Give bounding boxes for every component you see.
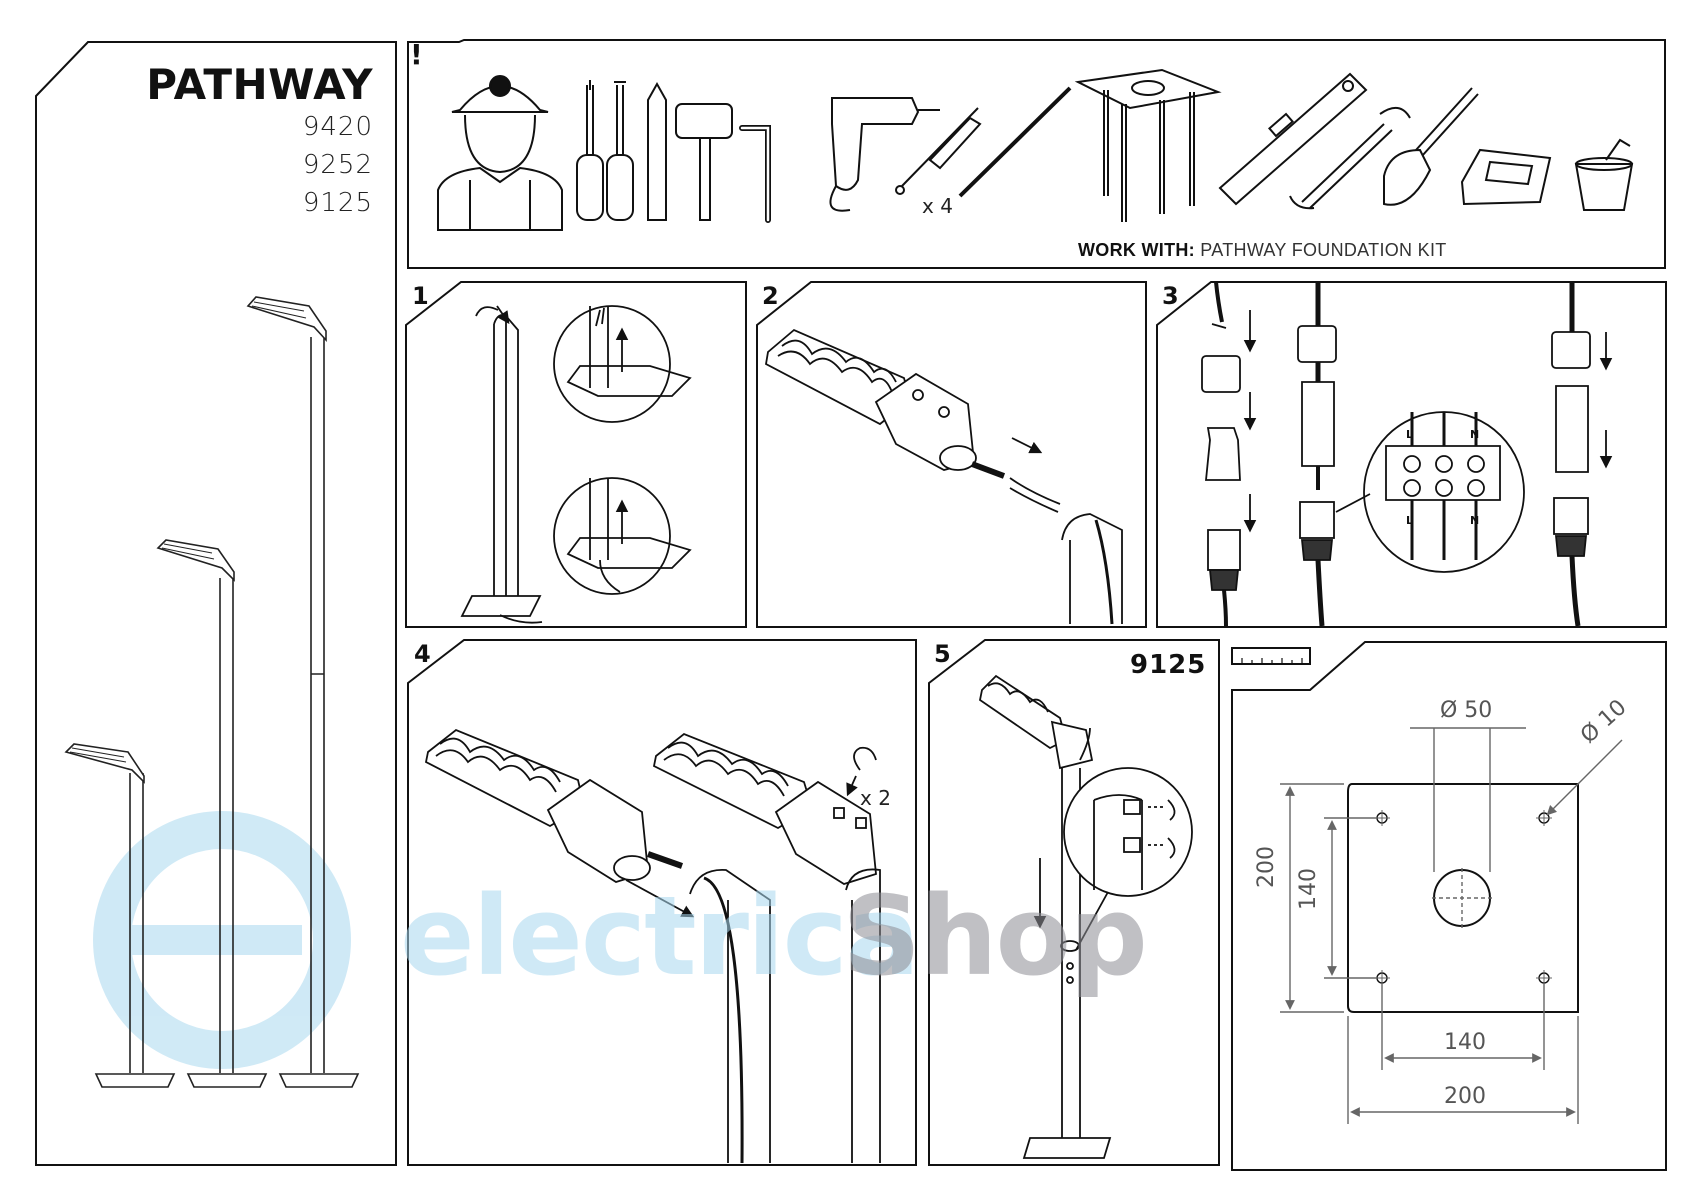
step-number-2: 2: [762, 282, 779, 310]
anchor-quantity: x 4: [922, 194, 953, 218]
screw-quantity: x 2: [860, 786, 891, 810]
tools-illustrations: [437, 68, 1634, 231]
step2-illustration: [765, 328, 1123, 625]
panel-frames: [35, 39, 1667, 1171]
step2-frame: [756, 281, 1147, 628]
step4-illustration: [424, 728, 881, 1164]
left-panel-frame: [35, 41, 397, 1166]
electrician-icon: [437, 75, 563, 231]
step4-frame: [407, 639, 917, 1166]
work-with-note: WORK WITH: PATHWAY FOUNDATION KIT: [1078, 240, 1447, 261]
hammer-icon: [675, 103, 733, 221]
step-number-1: 1: [412, 282, 429, 310]
step-number-3: 3: [1162, 282, 1179, 310]
screwdriver-icons: [576, 80, 634, 221]
dim-outer-height: 200: [1254, 846, 1279, 888]
pencil-icon: [647, 81, 667, 221]
tools-panel-frame: [407, 39, 1666, 269]
wall-anchor-icon: [895, 107, 982, 195]
wrench-icon: [1301, 123, 1393, 209]
watermark-text-electrica: electrica: [400, 872, 920, 1000]
work-with-label: WORK WITH:: [1078, 240, 1195, 260]
terminal-label-l-bottom: L: [1406, 514, 1414, 527]
step-number-4: 4: [414, 640, 431, 668]
spirit-level-icon: [1218, 72, 1368, 206]
work-with-value: PATHWAY FOUNDATION KIT: [1200, 240, 1447, 260]
ruler-icon: [1231, 647, 1311, 665]
baseplate-frame: [1231, 641, 1667, 1171]
watermark-logo: [93, 811, 351, 1069]
hex-key-icon: [739, 125, 771, 223]
cement-bag-icon: [1460, 148, 1552, 206]
watermark-text-shop: Shop: [842, 872, 1148, 1000]
step3-illustration: [1201, 281, 1613, 627]
step5-model-number: 9125: [1130, 650, 1207, 680]
foundation-kit-icon: [1074, 68, 1222, 222]
step1-illustration: [460, 305, 692, 624]
step3-frame: [1156, 281, 1667, 628]
dim-outer-width: 200: [1444, 1084, 1486, 1109]
bucket-icon: [1574, 138, 1634, 211]
dim-inner-height: 140: [1296, 868, 1321, 910]
drill-icon: [829, 97, 940, 212]
product-code-3: 9125: [302, 188, 373, 218]
step5-illustration: [979, 674, 1193, 1159]
dim-inner-width: 140: [1444, 1030, 1486, 1055]
dim-center-diameter: Ø 50: [1440, 698, 1493, 723]
terminal-label-l-top: L: [1406, 428, 1414, 441]
product-title: PATHWAY: [146, 60, 373, 109]
terminal-label-n-top: N: [1470, 428, 1480, 441]
shovel-icon: [1383, 87, 1479, 206]
step5-frame: [928, 639, 1220, 1166]
drill-bit-icon: [958, 86, 1072, 198]
base-plate-drawing: [1280, 727, 1623, 1124]
step1-frame: [405, 281, 747, 628]
lamp-posts: [64, 296, 360, 1088]
product-code-2: 9252: [302, 150, 373, 180]
terminal-label-n-bottom: N: [1470, 514, 1480, 527]
attention-marker: !: [410, 38, 423, 71]
step-number-5: 5: [934, 640, 951, 668]
product-code-1: 9420: [302, 112, 373, 142]
